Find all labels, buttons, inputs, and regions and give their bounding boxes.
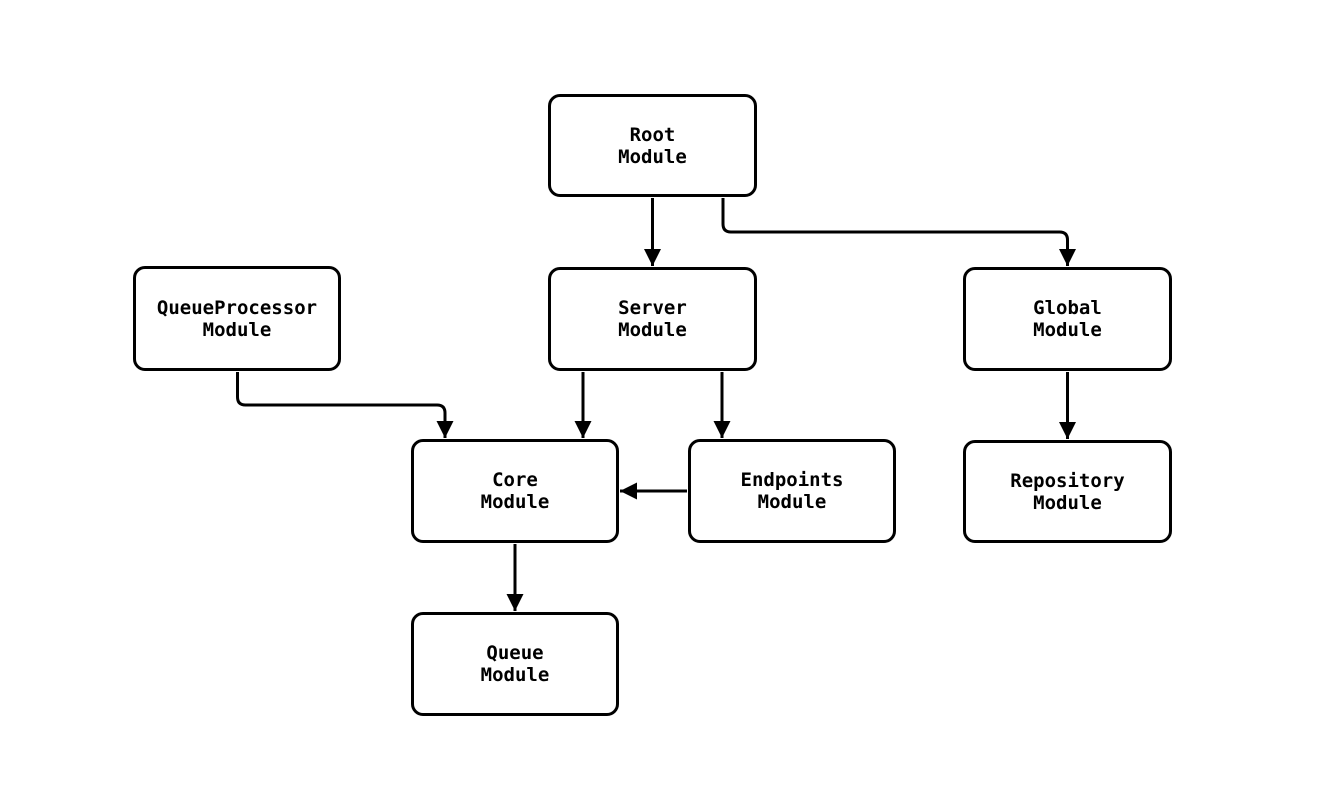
node-label-line2: Module [757, 491, 827, 513]
node-repository-module: Repository Module [963, 440, 1172, 543]
node-queueprocessor-module: QueueProcessor Module [133, 266, 341, 371]
edge-queueprocessor-to-core [236, 372, 454, 438]
edge-root-to-global [721, 198, 1076, 266]
node-server-module: Server Module [548, 267, 757, 371]
node-label-line2: Module [1033, 319, 1102, 341]
node-label-line1: Repository [1010, 469, 1125, 492]
node-label-line1: Server [618, 297, 687, 319]
node-label-line1: Core [492, 469, 538, 491]
node-label-line1: Queue [486, 642, 544, 664]
node-label-line2: Module [202, 318, 272, 341]
node-label-line2: Module [480, 491, 550, 513]
node-label-line2: Module [1033, 491, 1102, 514]
node-label-line1: Root [629, 123, 676, 146]
node-queue-module: Queue Module [411, 612, 619, 716]
node-global-module: Global Module [963, 267, 1172, 371]
node-root-module: Root Module [548, 94, 757, 197]
node-label-line1: Endpoints [740, 469, 844, 491]
node-core-module: Core Module [411, 439, 619, 543]
node-label-line2: Module [480, 664, 550, 686]
node-endpoints-module: Endpoints Module [688, 439, 896, 543]
node-label-line1: QueueProcessor [156, 296, 318, 319]
node-label-line2: Module [618, 145, 687, 168]
node-label-line1: Global [1033, 297, 1102, 319]
node-label-line2: Module [618, 319, 687, 341]
